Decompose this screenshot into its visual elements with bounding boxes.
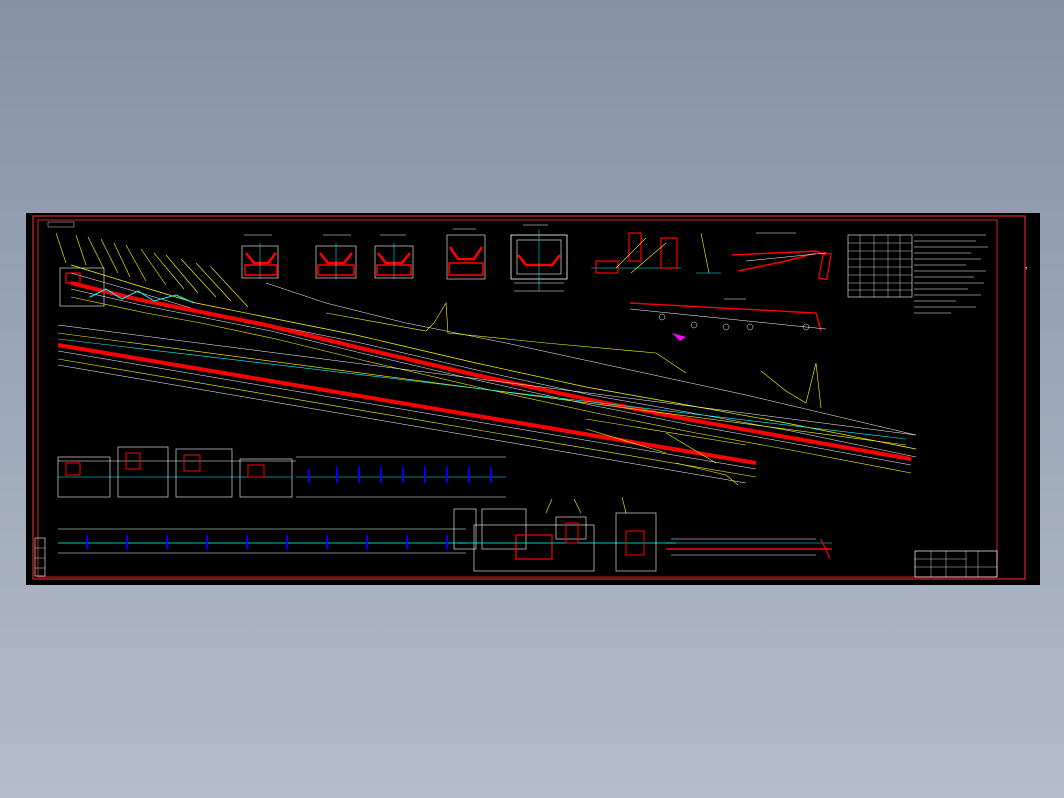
drive-unit-plan [453,496,676,572]
technical-notes [914,234,988,314]
cad-drawing [32,215,1026,580]
idler-elevation-row-2 [58,528,466,554]
tail-detail-view [591,232,721,274]
tail-end-view [55,232,249,308]
idler-elevation-row-1 [57,446,506,498]
cross-section-view-1 [241,234,279,279]
side-mark: ↑ [1024,265,1028,272]
cross-section-view-4 [446,228,486,280]
cross-section-view-2 [315,234,357,279]
trajectory-view [731,232,832,281]
drawing-border-inner [37,219,998,578]
cross-section-view-5 [510,224,568,292]
idler-spacing-view [629,298,827,341]
drawing-viewport[interactable]: ↑ [26,213,1040,585]
drawing-border-outer [32,215,1026,580]
left-binding-strip [34,537,46,577]
lower-conveyor-profile [57,324,917,486]
cross-section-view-3 [374,234,414,279]
upper-conveyor-profile [70,264,917,474]
title-block [914,550,998,578]
take-up-plan [666,538,832,560]
parts-table [847,234,913,298]
